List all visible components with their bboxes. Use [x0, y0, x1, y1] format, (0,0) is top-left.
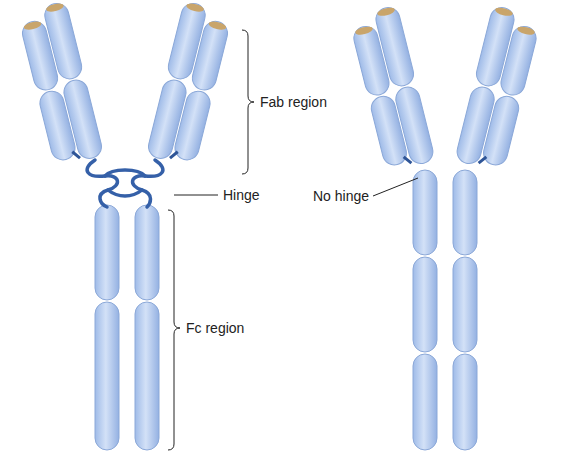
fab-arm: [17, 1, 104, 167]
fab-arm: [348, 5, 435, 172]
fab-arm: [455, 5, 542, 172]
callout-label: No hinge: [311, 187, 371, 205]
region-label: Fc region: [184, 319, 246, 337]
region-label: Fab region: [258, 93, 329, 111]
hinge-region: [87, 160, 163, 207]
brackets: [168, 30, 418, 450]
fab-arm: [146, 1, 233, 167]
region-label: Hinge: [221, 186, 262, 204]
